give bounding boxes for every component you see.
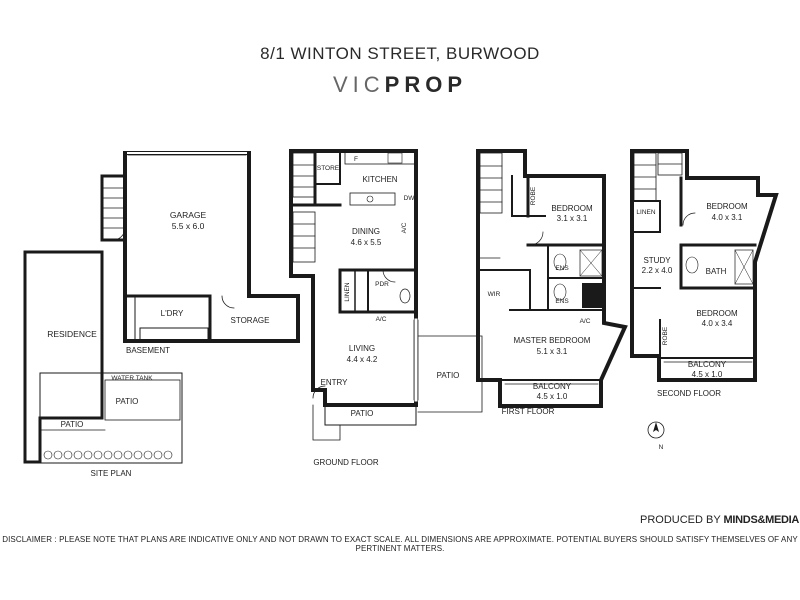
patio-gf-label: PATIO [351,409,374,418]
producer-credit: PRODUCED BY MINDS&MEDIA [640,514,799,526]
residence-label: RESIDENCE [47,329,97,339]
garage-label: GARAGE [170,210,207,220]
compass-north-label: N [659,444,664,451]
site-patio-label: PATIO [116,397,139,406]
second-floor-caption: SECOND FLOOR [657,389,721,398]
disclaimer-text: DISCLAIMER : PLEASE NOTE THAT PLANS ARE … [2,535,798,553]
kitchen-label: KITCHEN [362,175,397,184]
produced-by-label: PRODUCED BY [640,514,721,526]
fridge-label: F [354,156,358,163]
patio-side-label: PATIO [437,371,460,380]
linen-sf-label: LINEN [636,209,655,216]
bedroom-ff-label: BEDROOM [551,204,593,213]
living-label: LIVING [349,344,375,353]
living-dims: 4.4 x 4.2 [347,355,378,364]
ac-ff-label: A/C [580,318,591,325]
bedroom-sf2-label: BEDROOM [696,309,738,318]
bath-label: BATH [706,267,727,276]
balcony-ff-label: BALCONY [533,382,572,391]
storage-label: STORAGE [231,316,270,325]
brand-logo-bold: PROP [384,72,468,97]
balcony-sf-dims: 4.5 x 1.0 [692,370,723,379]
site-plan [23,250,183,464]
store-label: STORE [317,165,340,172]
wir-label: WIR [488,291,501,298]
basement-caption: BASEMENT [126,346,170,355]
ground-floor-caption: GROUND FLOOR [313,458,379,467]
first-floor-caption: FIRST FLOOR [502,407,555,416]
entry-label: ENTRY [321,378,349,387]
study-label: STUDY [643,256,671,265]
pdr-label: PDR [375,281,389,288]
ground-floor-plan [289,149,483,441]
brand-logo-light: VIC [332,72,385,97]
laundry-label: L'DRY [161,309,184,318]
ens-2-label: ENS [555,298,569,305]
robe-ff-label: ROBE [530,186,537,205]
balcony-ff-dims: 4.5 x 1.0 [537,392,568,401]
dining-label: DINING [352,227,380,236]
first-floor-plan [476,149,628,408]
second-floor-plan [630,149,779,382]
master-bedroom-dims: 5.1 x 3.1 [537,347,568,356]
bedroom-ff-dims: 3.1 x 3.1 [557,214,588,223]
brand-logo: VICPROP [0,72,800,98]
bedroom-sf1-label: BEDROOM [706,202,748,211]
bedroom-sf2-dims: 4.0 x 3.4 [702,319,733,328]
garage-dims: 5.5 x 6.0 [172,221,205,231]
linen-gf-label: LINEN [344,282,351,301]
robe-sf-label: ROBE [662,326,669,345]
dining-dims: 4.6 x 5.5 [351,238,382,247]
producer-logo: MINDS&MEDIA [723,514,800,526]
study-dims: 2.2 x 4.0 [642,266,673,275]
compass-icon [647,421,665,439]
balcony-sf-label: BALCONY [688,360,727,369]
property-address: 8/1 WINTON STREET, BURWOOD [260,44,540,63]
dining-ac-label: A/C [401,222,408,233]
basement-plan [100,151,300,343]
ac-gf-label: A/C [376,316,387,323]
water-tank-label: WATER TANK [111,375,153,382]
site-patio-lower-label: PATIO [61,420,84,429]
site-plan-caption: SITE PLAN [91,469,132,478]
ens-1-label: ENS [555,265,569,272]
bedroom-sf1-dims: 4.0 x 3.1 [712,213,743,222]
dishwasher-label: DW [404,195,416,202]
master-bedroom-label: MASTER BEDROOM [514,336,591,345]
